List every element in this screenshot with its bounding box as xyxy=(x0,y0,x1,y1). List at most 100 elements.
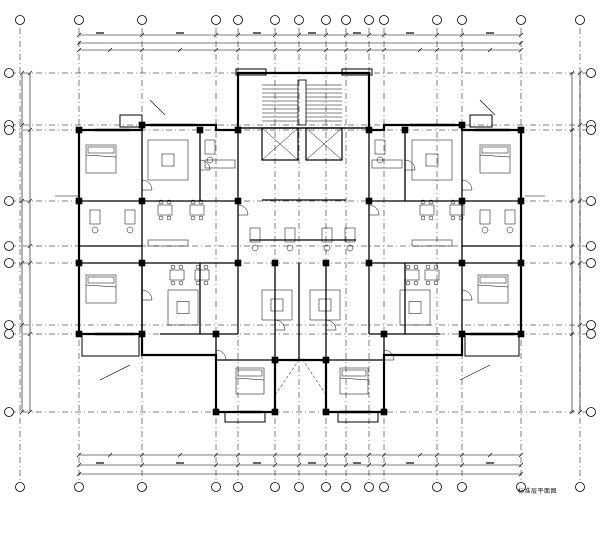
dimension-tick xyxy=(27,260,33,266)
bathtub xyxy=(249,227,261,243)
dining-table xyxy=(404,269,420,281)
coffee-table xyxy=(425,153,439,167)
axis-bubble xyxy=(137,482,147,492)
dimension-tick xyxy=(577,70,583,76)
dimension-tick xyxy=(139,452,145,458)
dimension-tick xyxy=(518,32,524,38)
coffee-table xyxy=(161,153,175,167)
structural-column xyxy=(458,330,466,338)
chair xyxy=(458,215,464,221)
chair xyxy=(158,199,164,205)
dining-table xyxy=(419,204,435,216)
axis-bubble xyxy=(233,15,243,25)
dimension-tick xyxy=(272,452,278,458)
dimension-tick xyxy=(19,70,25,76)
dimension-tick xyxy=(323,32,329,38)
bed xyxy=(479,144,511,174)
bathtub xyxy=(344,227,356,243)
pillow xyxy=(479,276,507,284)
dimension-tick xyxy=(366,462,372,468)
bathtub xyxy=(321,227,333,243)
dimension-tick xyxy=(569,331,575,337)
dimension-tick xyxy=(235,452,241,458)
dimension-tick xyxy=(213,452,219,458)
dimension-tick xyxy=(27,70,33,76)
sofa xyxy=(411,139,453,181)
chair xyxy=(425,280,431,286)
structural-column xyxy=(234,197,242,205)
toilet xyxy=(506,226,514,234)
dimension-tick xyxy=(235,32,241,38)
dimension-tick xyxy=(296,47,302,53)
roof-edge xyxy=(341,68,373,76)
dimension-tick xyxy=(343,452,349,458)
balcony xyxy=(119,114,143,128)
leader-line xyxy=(479,99,496,116)
axis-bubble xyxy=(294,482,304,492)
axis-bubble xyxy=(586,258,596,268)
pillow xyxy=(87,276,115,284)
dimension-tick xyxy=(518,471,524,477)
chair xyxy=(450,215,456,221)
door-swing xyxy=(274,319,286,331)
chair xyxy=(428,215,434,221)
dimension-tick xyxy=(577,198,583,204)
kitchen-counter xyxy=(371,159,403,169)
dimension-tick xyxy=(569,409,575,415)
chair xyxy=(405,280,411,286)
chair xyxy=(190,215,196,221)
axis-bubble xyxy=(294,15,304,25)
chair xyxy=(433,264,439,270)
dimension-tick xyxy=(323,47,329,53)
structural-column xyxy=(271,356,279,364)
dimension-tick xyxy=(235,47,241,53)
chair xyxy=(195,280,201,286)
axis-bubble xyxy=(432,15,442,25)
dimension-tick xyxy=(518,452,524,458)
dimension-tick xyxy=(518,462,524,468)
bed-cover xyxy=(235,377,265,381)
axis-bubble xyxy=(457,482,467,492)
axis-bubble xyxy=(4,329,14,339)
dimension-tick xyxy=(381,32,387,38)
chair xyxy=(178,280,184,286)
dimension-tick xyxy=(19,122,25,128)
dimension-tick xyxy=(343,32,349,38)
dimension-tick xyxy=(569,260,575,266)
elevator-cross xyxy=(305,127,343,161)
bathtub xyxy=(204,139,216,155)
structural-column xyxy=(138,259,146,267)
dimension-tick xyxy=(518,40,524,46)
axis-bubble xyxy=(4,125,14,135)
dimension-tick xyxy=(569,243,575,249)
leader-line xyxy=(459,364,491,381)
axis-bubble xyxy=(321,482,331,492)
dimension-tick xyxy=(459,462,465,468)
structural-column xyxy=(517,259,525,267)
axis-bubble xyxy=(233,482,243,492)
coffee-table xyxy=(270,298,284,312)
axis-bubble xyxy=(586,241,596,251)
axis-bubble xyxy=(586,196,596,206)
chair xyxy=(158,215,164,221)
chair xyxy=(420,215,426,221)
dimension-tick xyxy=(381,462,387,468)
dimension-tick xyxy=(272,462,278,468)
dimension-tick xyxy=(296,462,302,468)
dimension-tick xyxy=(459,32,465,38)
axis-bubble xyxy=(211,482,221,492)
structural-column xyxy=(322,259,330,267)
dimension-tick xyxy=(323,452,329,458)
dimension-tick xyxy=(19,409,25,415)
sofa xyxy=(167,289,199,326)
chair xyxy=(450,199,456,205)
axis-bubble xyxy=(341,482,351,492)
bed-cover xyxy=(477,284,509,288)
stair-well xyxy=(297,79,307,126)
structural-column xyxy=(517,126,525,134)
balcony xyxy=(337,411,379,423)
door-swing xyxy=(215,349,227,361)
sofa xyxy=(399,289,431,326)
door-swing xyxy=(461,179,473,191)
coffee-table xyxy=(318,298,332,312)
